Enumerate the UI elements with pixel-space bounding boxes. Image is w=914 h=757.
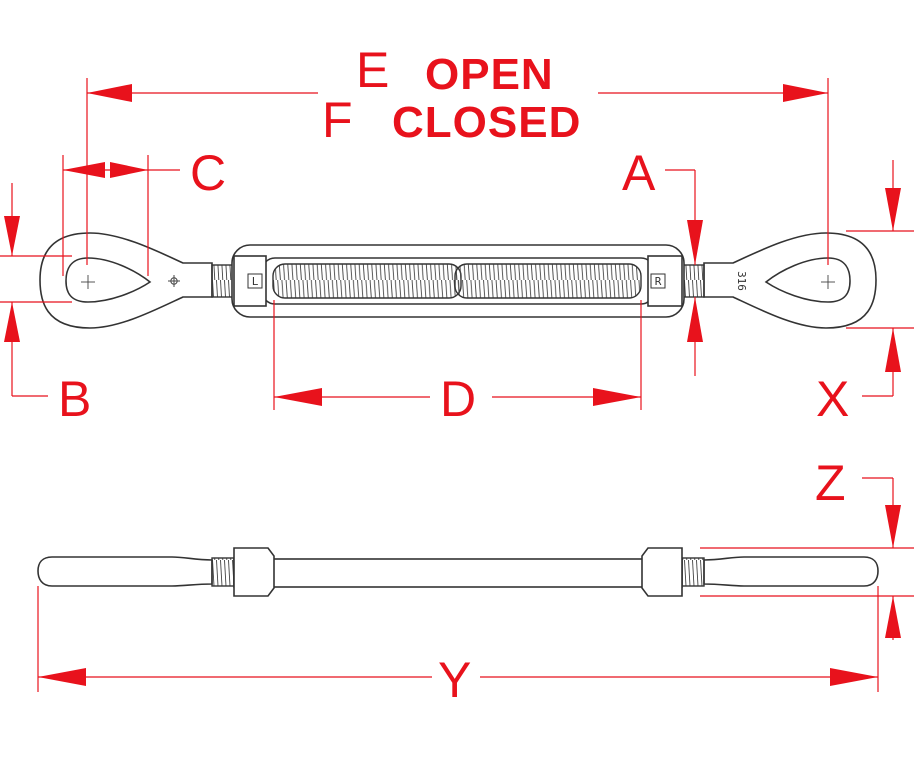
label-z: Z xyxy=(815,455,846,511)
label-d: D xyxy=(440,371,476,427)
side-left-thread xyxy=(211,557,235,587)
label-b: B xyxy=(58,371,91,427)
side-left-eye xyxy=(37,556,213,587)
label-open: OPEN xyxy=(425,50,554,99)
side-right-eye xyxy=(703,556,879,587)
left-thread-stud xyxy=(211,264,235,298)
label-x: X xyxy=(816,371,849,427)
left-inner-thread xyxy=(272,263,462,299)
label-e: E xyxy=(356,42,389,98)
left-eye-hole xyxy=(65,257,152,303)
dimension-lines xyxy=(0,78,914,692)
left-hand-mark: L xyxy=(252,275,259,288)
label-y: Y xyxy=(438,652,471,708)
label-closed: CLOSED xyxy=(392,98,581,147)
side-body-bar xyxy=(233,558,683,588)
right-inner-thread xyxy=(454,263,642,299)
right-eye-hole xyxy=(764,257,851,303)
right-thread-stud xyxy=(681,264,705,298)
material-mark: 316 xyxy=(735,271,748,291)
side-left-block xyxy=(233,547,275,597)
label-c: C xyxy=(190,145,226,201)
side-right-block xyxy=(641,547,683,597)
side-right-thread xyxy=(681,557,705,587)
left-stamp-symbol xyxy=(168,275,180,287)
label-f: F xyxy=(322,92,353,148)
dimension-labels: E OPEN F CLOSED C A B D X Z Y xyxy=(58,42,849,708)
turnbuckle-top-view: 316 L R xyxy=(39,232,877,329)
label-a: A xyxy=(622,145,656,201)
turnbuckle-side-view xyxy=(37,547,879,597)
right-hand-mark: R xyxy=(655,275,662,288)
